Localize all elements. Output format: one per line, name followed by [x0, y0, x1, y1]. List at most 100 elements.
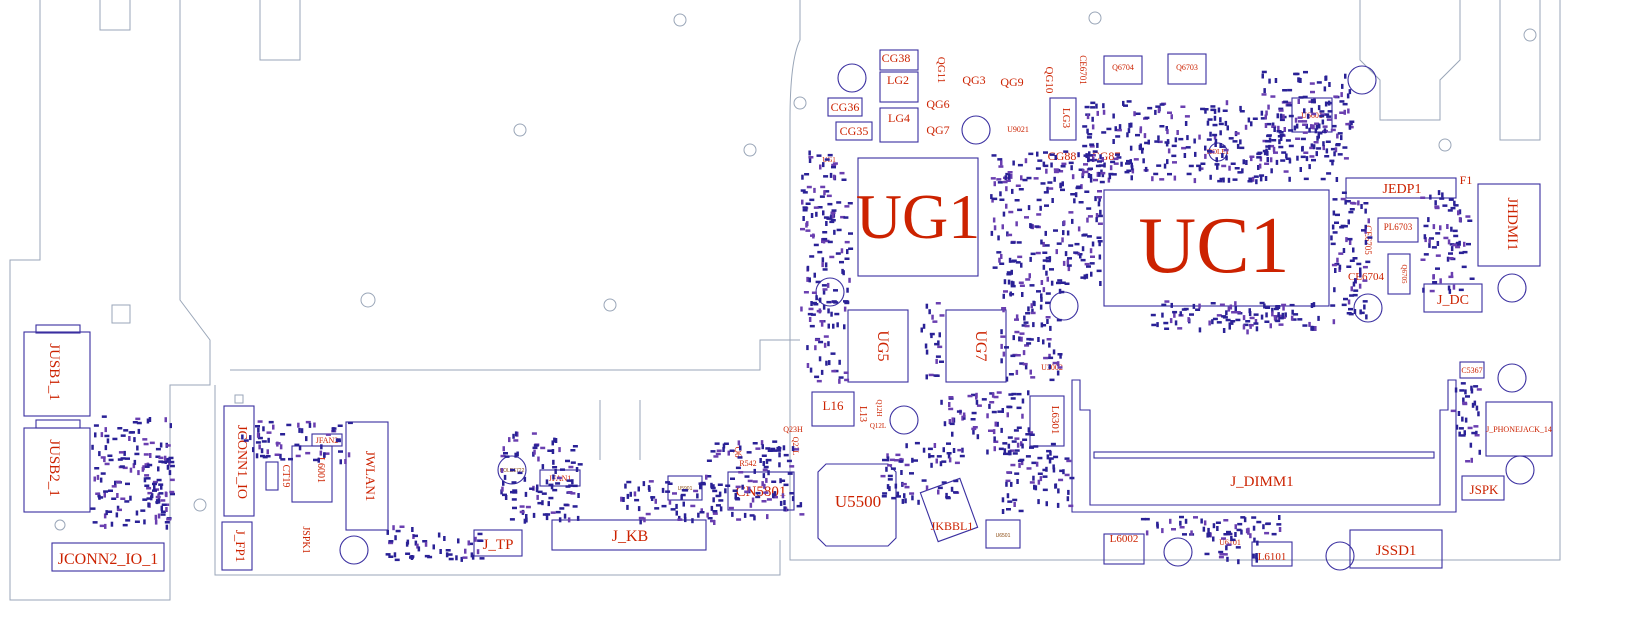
smd-pad — [1337, 153, 1343, 156]
smd-pad — [1006, 493, 1010, 499]
smd-pad — [1193, 516, 1198, 519]
smd-pad — [103, 492, 106, 498]
smd-pad — [325, 433, 331, 436]
smd-pad — [1261, 93, 1267, 96]
smd-pad — [909, 472, 914, 475]
smd-pad — [1025, 312, 1031, 315]
smd-pad — [137, 428, 141, 434]
u3002-label: U3002 — [1041, 363, 1063, 372]
smd-pad — [971, 393, 976, 397]
smd-pad — [1447, 239, 1451, 245]
smd-pad — [846, 249, 849, 255]
smd-pad — [1349, 208, 1355, 211]
smd-pad — [1247, 117, 1251, 123]
smd-pad — [503, 474, 507, 480]
smd-pad — [1317, 105, 1321, 111]
smd-pad — [815, 211, 818, 217]
smd-pad — [114, 480, 117, 486]
smd-pad — [1350, 286, 1353, 292]
smd-pad — [806, 185, 812, 189]
smd-pad — [1011, 440, 1017, 443]
smd-pad — [827, 323, 830, 329]
smd-pad — [1077, 226, 1081, 232]
smd-pad — [1018, 188, 1024, 191]
smd-pad — [1016, 442, 1020, 448]
smd-pad — [1359, 272, 1362, 278]
smd-pad — [1253, 313, 1259, 316]
smd-pad — [164, 417, 167, 423]
smd-pad — [150, 495, 153, 501]
smd-pad — [749, 502, 753, 508]
smd-pad — [1345, 200, 1351, 203]
smd-pad — [639, 519, 642, 525]
smd-pad — [1436, 241, 1440, 246]
smd-pad — [1159, 125, 1165, 128]
smd-pad — [170, 492, 175, 496]
smd-pad — [1326, 115, 1332, 118]
smd-pad — [1046, 186, 1049, 192]
smd-pad — [1277, 125, 1280, 131]
smd-pad — [1311, 112, 1317, 116]
smd-pad — [1048, 187, 1054, 190]
smd-pad — [1455, 424, 1459, 430]
smd-pad — [1470, 385, 1473, 391]
smd-pad — [512, 489, 518, 492]
smd-pad — [1022, 438, 1028, 441]
smd-pad — [1222, 177, 1225, 183]
smd-pad — [994, 421, 997, 427]
smd-pad — [813, 187, 816, 193]
smd-pad — [1096, 171, 1100, 177]
smd-pad — [1196, 164, 1202, 168]
smd-pad — [1234, 132, 1240, 135]
smd-pad — [1001, 408, 1004, 413]
smd-pad — [135, 510, 139, 516]
smd-pad — [347, 421, 353, 425]
smd-pad — [1249, 316, 1255, 320]
smd-pad — [1179, 311, 1182, 317]
smd-pad — [1348, 307, 1353, 311]
smd-pad — [1428, 242, 1431, 248]
smd-pad — [1094, 196, 1097, 202]
smd-pad — [1200, 107, 1206, 111]
smd-pad — [755, 447, 761, 450]
smd-pad — [728, 506, 734, 510]
smd-pad — [1299, 167, 1302, 172]
smd-pad — [1250, 121, 1253, 127]
smd-pad — [1029, 369, 1032, 375]
smd-pad — [1001, 307, 1007, 310]
smd-pad — [808, 156, 814, 159]
smd-pad — [1339, 111, 1345, 114]
smd-pad — [168, 457, 171, 463]
smd-pad — [525, 517, 528, 523]
smd-pad — [1032, 322, 1035, 328]
smd-pad — [1264, 320, 1270, 323]
smd-pad — [1103, 162, 1106, 168]
smd-pad — [1459, 389, 1465, 392]
smd-pad — [1271, 311, 1274, 317]
smd-pad — [962, 412, 966, 418]
smd-pad — [1273, 127, 1276, 132]
smd-pad — [1296, 155, 1299, 161]
smd-pad — [1312, 144, 1316, 150]
smd-pad — [1352, 257, 1358, 260]
smd-pad — [1269, 144, 1275, 148]
smd-pad — [938, 332, 941, 338]
smd-pad — [809, 198, 815, 202]
smd-pad — [1044, 204, 1049, 207]
smd-pad — [1291, 309, 1294, 315]
smd-pad — [1339, 226, 1345, 229]
smd-pad — [1303, 70, 1308, 74]
smd-pad — [1255, 326, 1259, 332]
smd-pad — [1429, 289, 1435, 293]
smd-pad — [783, 506, 786, 512]
smd-pad — [712, 497, 715, 503]
smd-pad — [939, 461, 943, 467]
smd-pad — [1039, 205, 1042, 211]
smd-pad — [1279, 118, 1285, 122]
smd-pad — [1461, 416, 1464, 422]
smd-pad — [295, 454, 301, 458]
smd-pad — [1265, 522, 1271, 526]
smd-pad — [834, 312, 840, 316]
smd-pad — [996, 251, 1002, 254]
smd-pad — [835, 252, 841, 255]
